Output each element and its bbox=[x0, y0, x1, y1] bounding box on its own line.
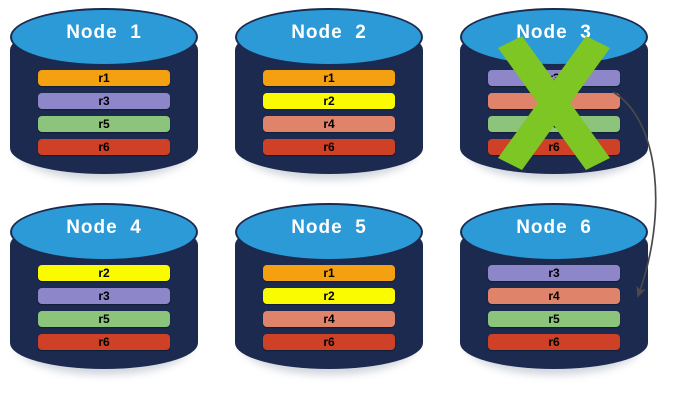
node-cylinder[interactable]: Node 2 r1 r2 r4 r6 bbox=[235, 8, 423, 186]
node-label: Node 3 bbox=[516, 22, 592, 43]
node-label: Node 5 bbox=[291, 217, 367, 238]
replica-bar[interactable]: r5 bbox=[488, 116, 620, 132]
replica-bar[interactable]: r5 bbox=[38, 311, 170, 327]
replica-bar[interactable]: r1 bbox=[263, 70, 395, 86]
replica-bar[interactable]: r1 bbox=[38, 70, 170, 86]
replica-bar[interactable]: r6 bbox=[263, 334, 395, 350]
replica-stack: r2 r3 r5 r6 bbox=[38, 265, 170, 357]
replica-bar[interactable]: r4 bbox=[488, 93, 620, 109]
node-top-disc bbox=[235, 203, 423, 261]
node-cylinder[interactable]: Node 4 r2 r3 r5 r6 bbox=[10, 203, 198, 381]
node-top-disc bbox=[10, 203, 198, 261]
node-label: Node 2 bbox=[291, 22, 367, 43]
replica-bar[interactable]: r6 bbox=[38, 334, 170, 350]
node-top-disc bbox=[235, 8, 423, 66]
replica-bar[interactable]: r6 bbox=[488, 139, 620, 155]
replica-bar[interactable]: r4 bbox=[263, 116, 395, 132]
replica-bar[interactable]: r2 bbox=[38, 265, 170, 281]
replica-bar[interactable]: r3 bbox=[488, 265, 620, 281]
node-top-disc bbox=[10, 8, 198, 66]
node-label: Node 1 bbox=[66, 22, 142, 43]
replica-stack: r1 r3 r5 r6 bbox=[38, 70, 170, 162]
replica-stack: r1 r2 r4 r6 bbox=[263, 70, 395, 162]
node-label: Node 4 bbox=[66, 217, 142, 238]
replica-bar[interactable]: r2 bbox=[263, 93, 395, 109]
replica-bar[interactable]: r3 bbox=[38, 93, 170, 109]
replica-bar[interactable]: r6 bbox=[38, 139, 170, 155]
node-cylinder[interactable]: Node 1 r1 r3 r5 r6 bbox=[10, 8, 198, 186]
replica-bar[interactable]: r2 bbox=[263, 288, 395, 304]
replica-bar[interactable]: r5 bbox=[38, 116, 170, 132]
replica-bar[interactable]: r3 bbox=[488, 70, 620, 86]
replica-stack: r1 r2 r4 r6 bbox=[263, 265, 395, 357]
replica-bar[interactable]: r1 bbox=[263, 265, 395, 281]
replica-bar[interactable]: r6 bbox=[488, 334, 620, 350]
replica-bar[interactable]: r6 bbox=[263, 139, 395, 155]
replica-bar[interactable]: r4 bbox=[263, 311, 395, 327]
replica-stack: r3 r4 r5 r6 bbox=[488, 265, 620, 357]
node-label: Node 6 bbox=[516, 217, 592, 238]
node-cylinder[interactable]: Node 5 r1 r2 r4 r6 bbox=[235, 203, 423, 381]
node-cylinder[interactable]: Node 6 r3 r4 r5 r6 bbox=[460, 203, 648, 381]
replica-bar[interactable]: r5 bbox=[488, 311, 620, 327]
replica-stack: r3 r4 r5 r6 bbox=[488, 70, 620, 162]
node-cylinder[interactable]: Node 3 r3 r4 r5 r6 bbox=[460, 8, 648, 186]
replica-bar[interactable]: r3 bbox=[38, 288, 170, 304]
replica-bar[interactable]: r4 bbox=[488, 288, 620, 304]
